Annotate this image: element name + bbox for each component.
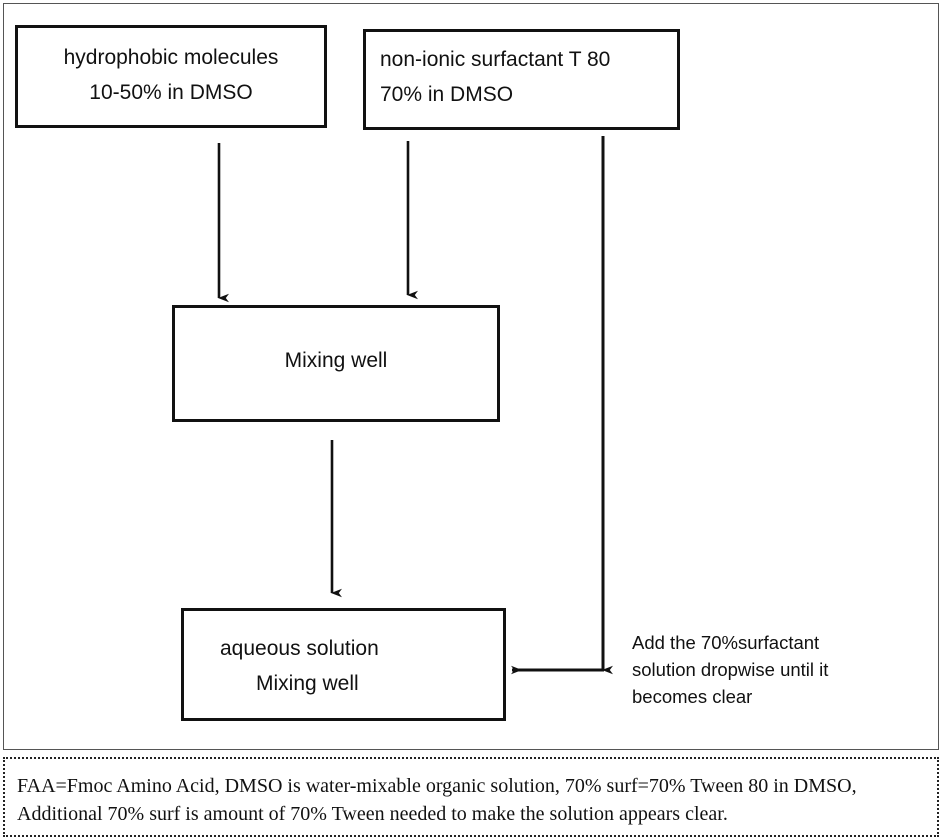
flow-box-surfactant-line-2: 70% in DMSO (380, 82, 514, 106)
caption-line-1: FAA=Fmoc Amino Acid, DMSO is water-mixab… (17, 775, 857, 797)
flow-box-hydrophobic-line-2: 10-50% in DMSO (89, 80, 253, 104)
flow-box-aqueous-line-2: Mixing well (256, 671, 359, 695)
flow-box-hydrophobic-line-1: hydrophobic molecules (63, 46, 279, 69)
flow-box-hydrophobic-molecules: hydrophobic molecules 10-50% in DMSO (15, 25, 327, 128)
annotation-line-2: solution dropwise until it (632, 659, 829, 681)
flow-box-mixing-well-line-1: Mixing well (284, 349, 388, 372)
annotation-add-surfactant: Add the 70%surfactant solution dropwise … (632, 629, 882, 711)
caption-line-2: Additional 70% surf is amount of 70% Twe… (17, 803, 728, 826)
caption-box: FAA=Fmoc Amino Acid, DMSO is water-mixab… (3, 757, 939, 837)
annotation-line-3: becomes clear (632, 686, 753, 708)
flow-box-non-ionic-surfactant: non-ionic surfactant T 80 70% in DMSO (363, 29, 680, 130)
flow-box-mixing-well: Mixing well (172, 305, 500, 422)
annotation-line-1: Add the 70%surfactant (632, 632, 820, 653)
flow-box-aqueous-line-1: aqueous solution (220, 637, 379, 660)
flow-box-surfactant-line-1: non-ionic surfactant T 80 (380, 48, 611, 71)
flow-box-aqueous-solution: aqueous solution Mixing well (181, 608, 506, 721)
